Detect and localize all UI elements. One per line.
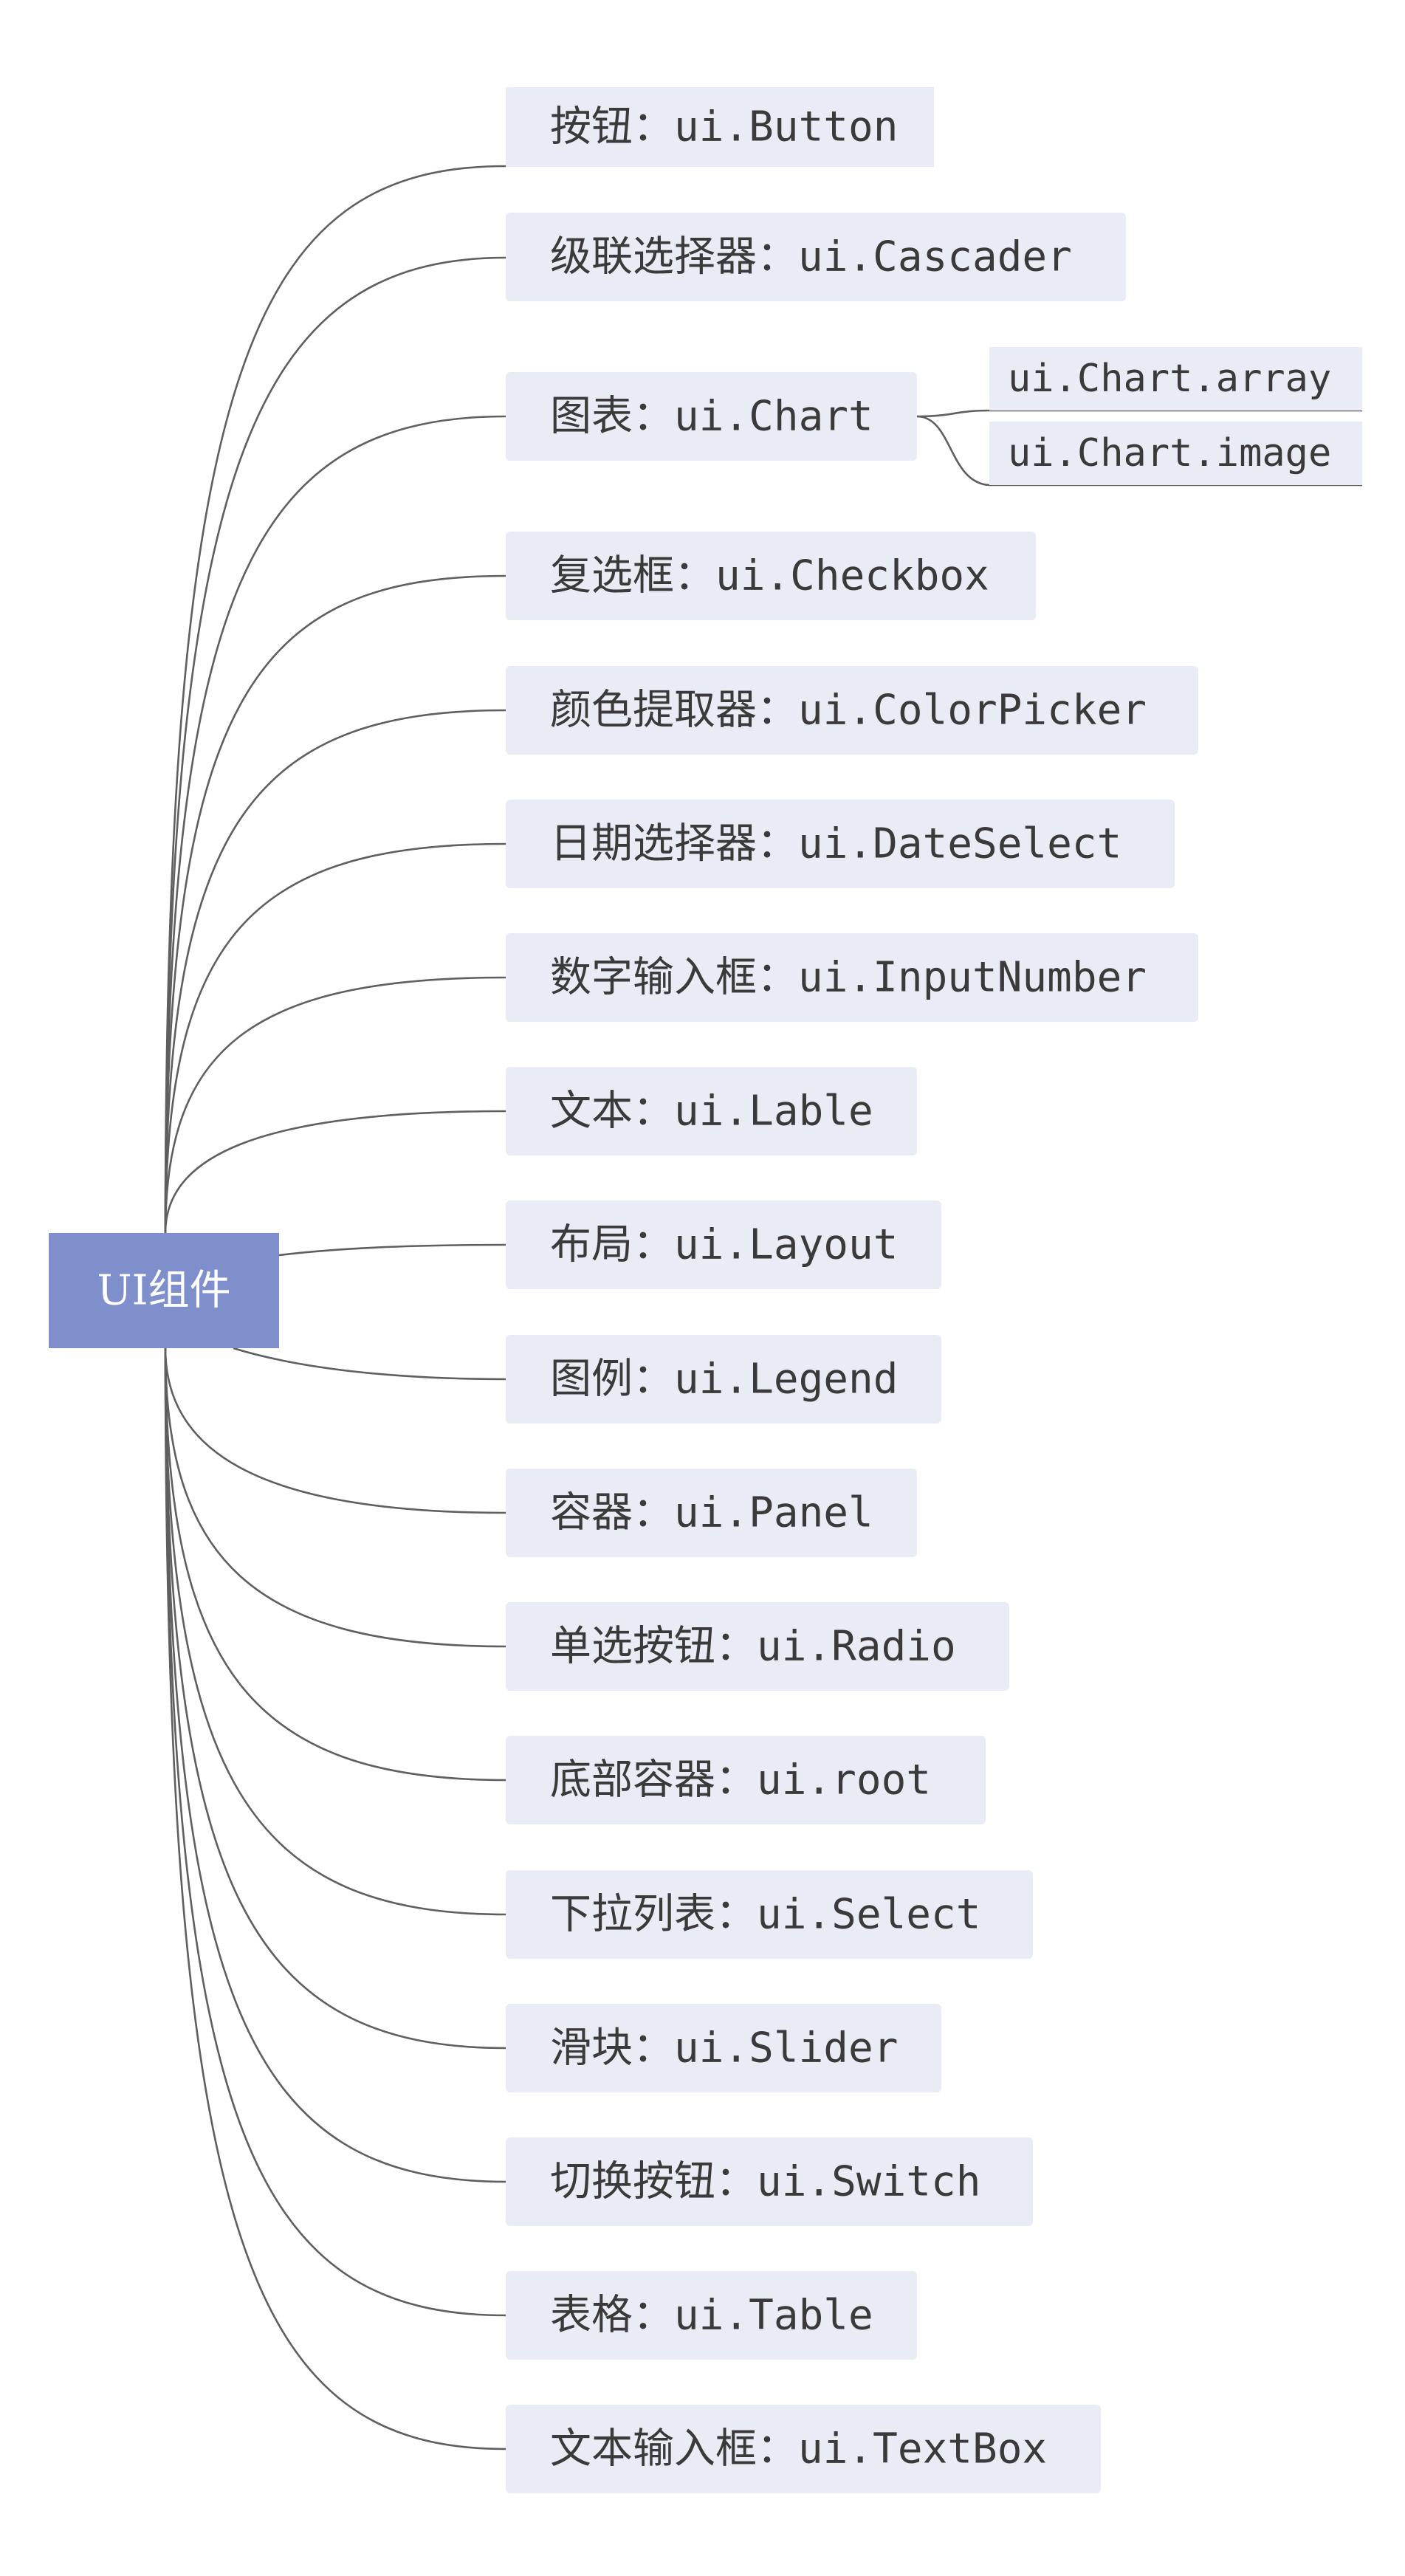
node-colorpicker[interactable]: 颜色提取器：ui.ColorPicker: [506, 666, 1198, 755]
node-slider[interactable]: 滑块：ui.Slider: [506, 2004, 941, 2092]
node-slider-label: 滑块：ui.Slider: [550, 2024, 898, 2072]
edge-chart-array: [916, 409, 1362, 418]
node-textbox-label: 文本输入框：ui.TextBox: [550, 2425, 1047, 2473]
edge-radio: [164, 1347, 506, 1648]
node-inputnumber-label: 数字输入框：ui.InputNumber: [550, 954, 1147, 1002]
node-chart[interactable]: 图表：ui.Chart: [506, 372, 917, 461]
node-cascader-label: 级联选择器：ui.Cascader: [550, 233, 1072, 281]
node-table-label: 表格：ui.Table: [550, 2292, 873, 2340]
node-panel-label: 容器：ui.Panel: [550, 1489, 873, 1537]
edge-textbox: [164, 1347, 506, 2450]
edge-layout: [278, 1243, 506, 1257]
node-lable-label: 文本：ui.Lable: [550, 1088, 873, 1136]
edge-table: [164, 1347, 506, 2317]
root-label: UI组件: [97, 1267, 230, 1315]
connector-lines: [164, 165, 1362, 2450]
node-colorpicker-label: 颜色提取器：ui.ColorPicker: [550, 687, 1147, 735]
node-textbox[interactable]: 文本输入框：ui.TextBox: [506, 2405, 1101, 2493]
node-inputnumber[interactable]: 数字输入框：ui.InputNumber: [506, 933, 1198, 1022]
node-table[interactable]: 表格：ui.Table: [506, 2271, 917, 2360]
edge-chart: [164, 415, 506, 1234]
node-switch[interactable]: 切换按钮：ui.Switch: [506, 2137, 1033, 2226]
node-lable[interactable]: 文本：ui.Lable: [506, 1067, 917, 1155]
edge-legend: [233, 1347, 506, 1381]
node-chart-image[interactable]: ui.Chart.image: [989, 422, 1362, 485]
node-dateselect[interactable]: 日期选择器：ui.DateSelect: [506, 800, 1175, 888]
edge-slider: [164, 1347, 506, 2050]
edge-checkbox: [164, 574, 506, 1234]
node-switch-label: 切换按钮：ui.Switch: [550, 2158, 980, 2206]
node-chart-label: 图表：ui.Chart: [550, 393, 873, 441]
node-legend[interactable]: 图例：ui.Legend: [506, 1335, 941, 1423]
edge-panel: [164, 1347, 506, 1514]
node-chart-image-label: ui.Chart.image: [1008, 431, 1331, 475]
node-cascader[interactable]: 级联选择器：ui.Cascader: [506, 213, 1126, 301]
node-layout[interactable]: 布局：ui.Layout: [506, 1201, 941, 1289]
node-button[interactable]: 按钮：ui.Button: [506, 87, 934, 167]
node-select[interactable]: 下拉列表：ui.Select: [506, 1870, 1033, 1959]
node-chart-array[interactable]: ui.Chart.array: [989, 347, 1362, 411]
edge-select: [164, 1347, 506, 1916]
edge-dateselect: [164, 842, 506, 1234]
node-chart-array-label: ui.Chart.array: [1008, 357, 1331, 401]
node-checkbox-label: 复选框：ui.Checkbox: [550, 552, 989, 600]
edge-inputnumber: [164, 976, 506, 1234]
edge-colorpicker: [164, 709, 506, 1234]
edge-chart-image: [916, 415, 1362, 487]
node-legend-label: 图例：ui.Legend: [550, 1356, 898, 1404]
branch-nodes: 按钮：ui.Button 级联选择器：ui.Cascader 图表：ui.Cha…: [506, 87, 1362, 2493]
node-select-label: 下拉列表：ui.Select: [550, 1891, 980, 1939]
node-radio-label: 单选按钮：ui.Radio: [550, 1623, 956, 1671]
edge-switch: [164, 1347, 506, 2183]
node-layout-label: 布局：ui.Layout: [550, 1221, 898, 1269]
edge-lable: [164, 1110, 506, 1234]
node-panel[interactable]: 容器：ui.Panel: [506, 1469, 917, 1557]
edge-cascader: [164, 256, 506, 1234]
node-root-container[interactable]: 底部容器：ui.root: [506, 1736, 986, 1824]
root-node[interactable]: UI组件: [49, 1233, 279, 1348]
edge-button: [164, 165, 506, 1234]
edge-root: [164, 1347, 506, 1782]
node-checkbox[interactable]: 复选框：ui.Checkbox: [506, 532, 1036, 620]
node-dateselect-label: 日期选择器：ui.DateSelect: [550, 820, 1121, 868]
node-root-container-label: 底部容器：ui.root: [550, 1756, 931, 1804]
node-radio[interactable]: 单选按钮：ui.Radio: [506, 1602, 1009, 1691]
node-button-label: 按钮：ui.Button: [550, 103, 898, 151]
